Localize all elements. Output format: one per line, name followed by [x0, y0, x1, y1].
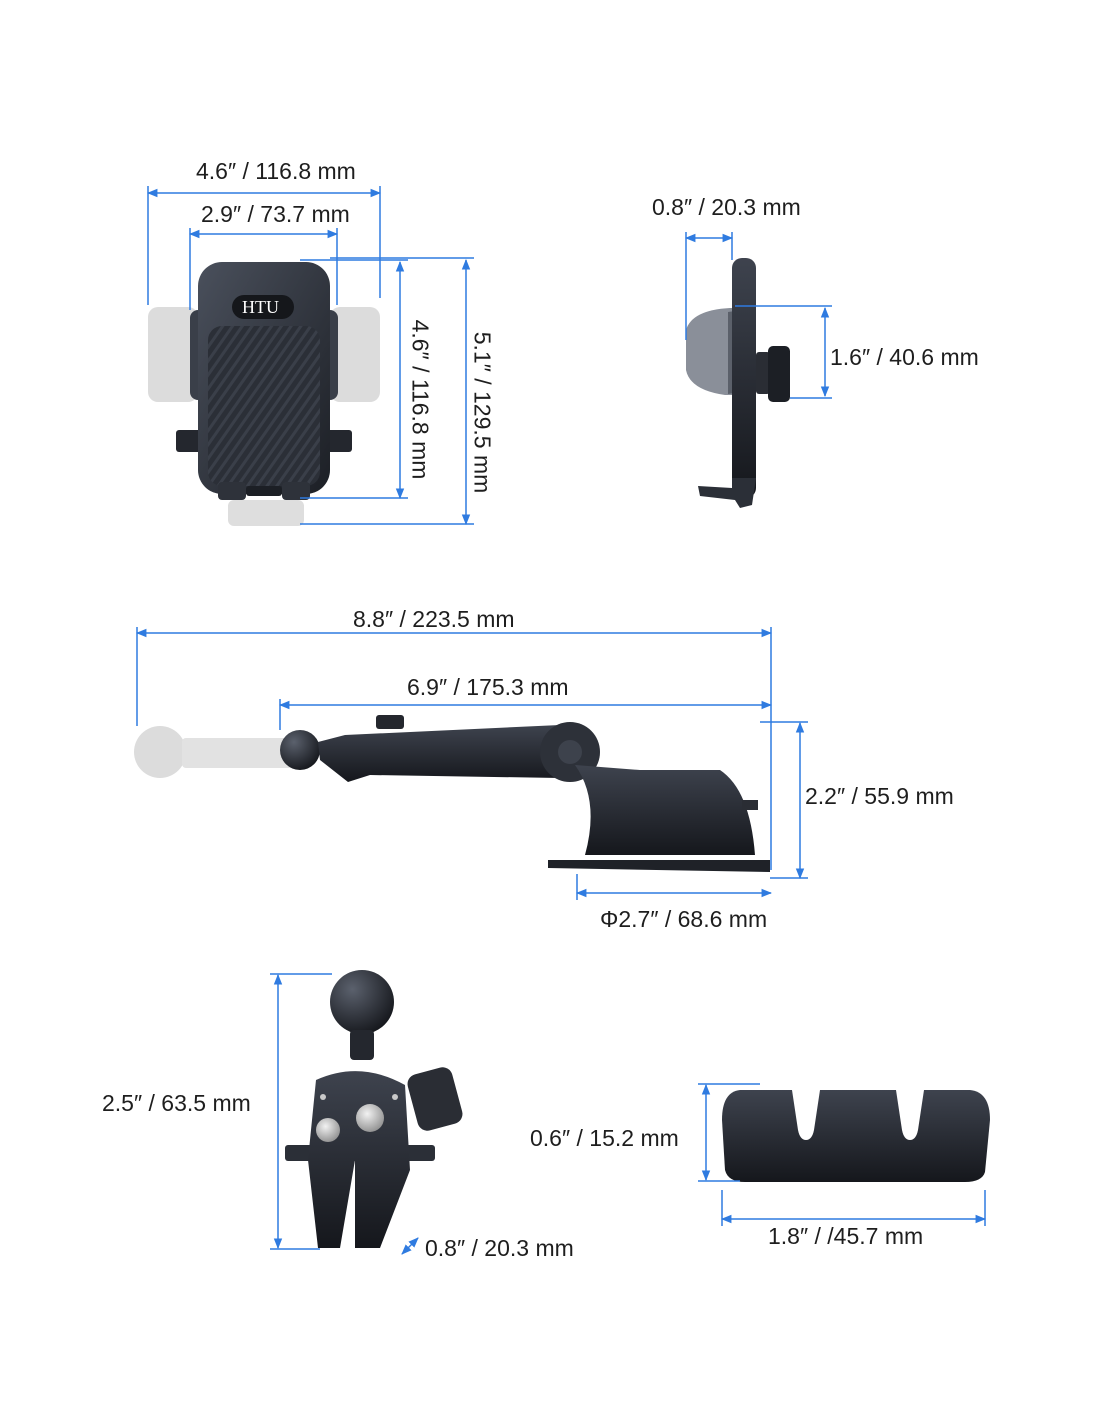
- front-outer-width-label: 4.6″ / 116.8 mm: [196, 158, 356, 184]
- vent-clip-height-label: 2.5″ / 63.5 mm: [102, 1090, 251, 1116]
- cable-clip: [722, 1090, 990, 1182]
- cable-clip-height-label: 0.6″ / 15.2 mm: [530, 1125, 679, 1151]
- cable-clip-width-label: 1.8″ / /45.7 mm: [768, 1223, 924, 1249]
- cable-clip-dimensions: [698, 1083, 987, 1226]
- front-view-holder: [148, 262, 380, 526]
- arm-extended-length-label: 8.8″ / 223.5 mm: [353, 606, 515, 632]
- arm-base-diameter-label: Φ2.7″ / 68.6 mm: [600, 906, 768, 932]
- front-view-dimensions: [146, 186, 474, 526]
- front-inner-height-label: 4.6″ / 116.8 mm: [407, 319, 434, 480]
- arm-view-dimensions: [135, 627, 808, 900]
- front-outer-height-label: 5.1″ / 129.5 mm: [469, 331, 496, 494]
- arm-height-label: 2.2″ / 55.9 mm: [805, 783, 954, 809]
- vent-clip: [285, 970, 463, 1248]
- side-depth-label: 0.8″ / 20.3 mm: [652, 194, 801, 220]
- side-view-dimensions: [684, 232, 832, 399]
- side-knob-height-label: 1.6″ / 40.6 mm: [830, 344, 979, 370]
- side-view-holder: [686, 258, 790, 508]
- brand-logo: HTU: [242, 297, 279, 317]
- vent-clip-width-label: 0.8″ / 20.3 mm: [425, 1235, 574, 1261]
- arm-retracted-length-label: 6.9″ / 175.3 mm: [407, 674, 569, 700]
- arm-view-mount: [134, 715, 770, 872]
- vent-clip-dimensions: [270, 973, 419, 1255]
- front-inner-width-label: 2.9″ / 73.7 mm: [201, 201, 350, 227]
